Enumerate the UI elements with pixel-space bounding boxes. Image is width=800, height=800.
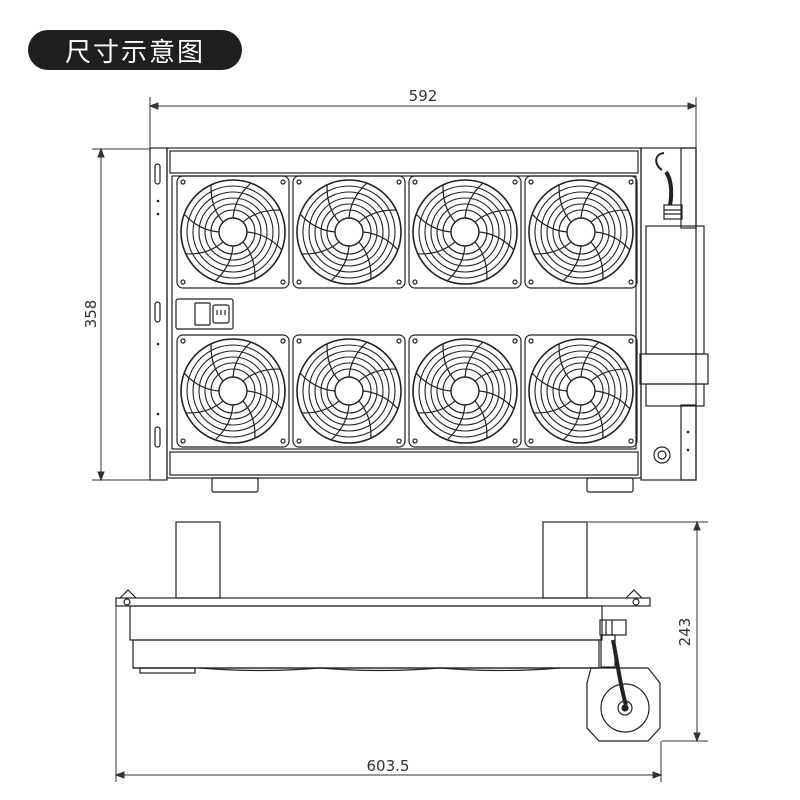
depth-label: 603.5: [367, 757, 410, 775]
left-flange: [149, 147, 168, 481]
page-title: 尺寸示意图: [28, 30, 242, 70]
power-inlet: [175, 298, 234, 330]
side-height-label: 243: [676, 618, 694, 647]
depth-dimension: [114, 600, 663, 782]
side-cable-connector: [586, 619, 661, 742]
height-label: 358: [82, 300, 100, 329]
fan-2: [292, 175, 406, 289]
side-height-dimension: [588, 520, 708, 743]
fan-8: [524, 334, 638, 448]
side-feet: [175, 521, 588, 599]
fan-5: [176, 334, 290, 448]
fan-6: [292, 334, 406, 448]
chassis-front: [166, 147, 642, 479]
front-view: 592 358: [82, 87, 709, 493]
fan-7: [408, 334, 522, 448]
side-body: [115, 589, 651, 674]
fan-1: [176, 175, 290, 289]
side-view: 243 603.5: [114, 520, 708, 782]
right-bracket: [639, 147, 709, 481]
width-dimension: [148, 97, 698, 148]
fan-3: [408, 175, 522, 289]
front-feet: [211, 477, 634, 493]
width-label: 592: [409, 87, 438, 105]
height-dimension: [92, 147, 150, 482]
fan-grid: [176, 175, 638, 448]
fan-4: [524, 175, 638, 289]
